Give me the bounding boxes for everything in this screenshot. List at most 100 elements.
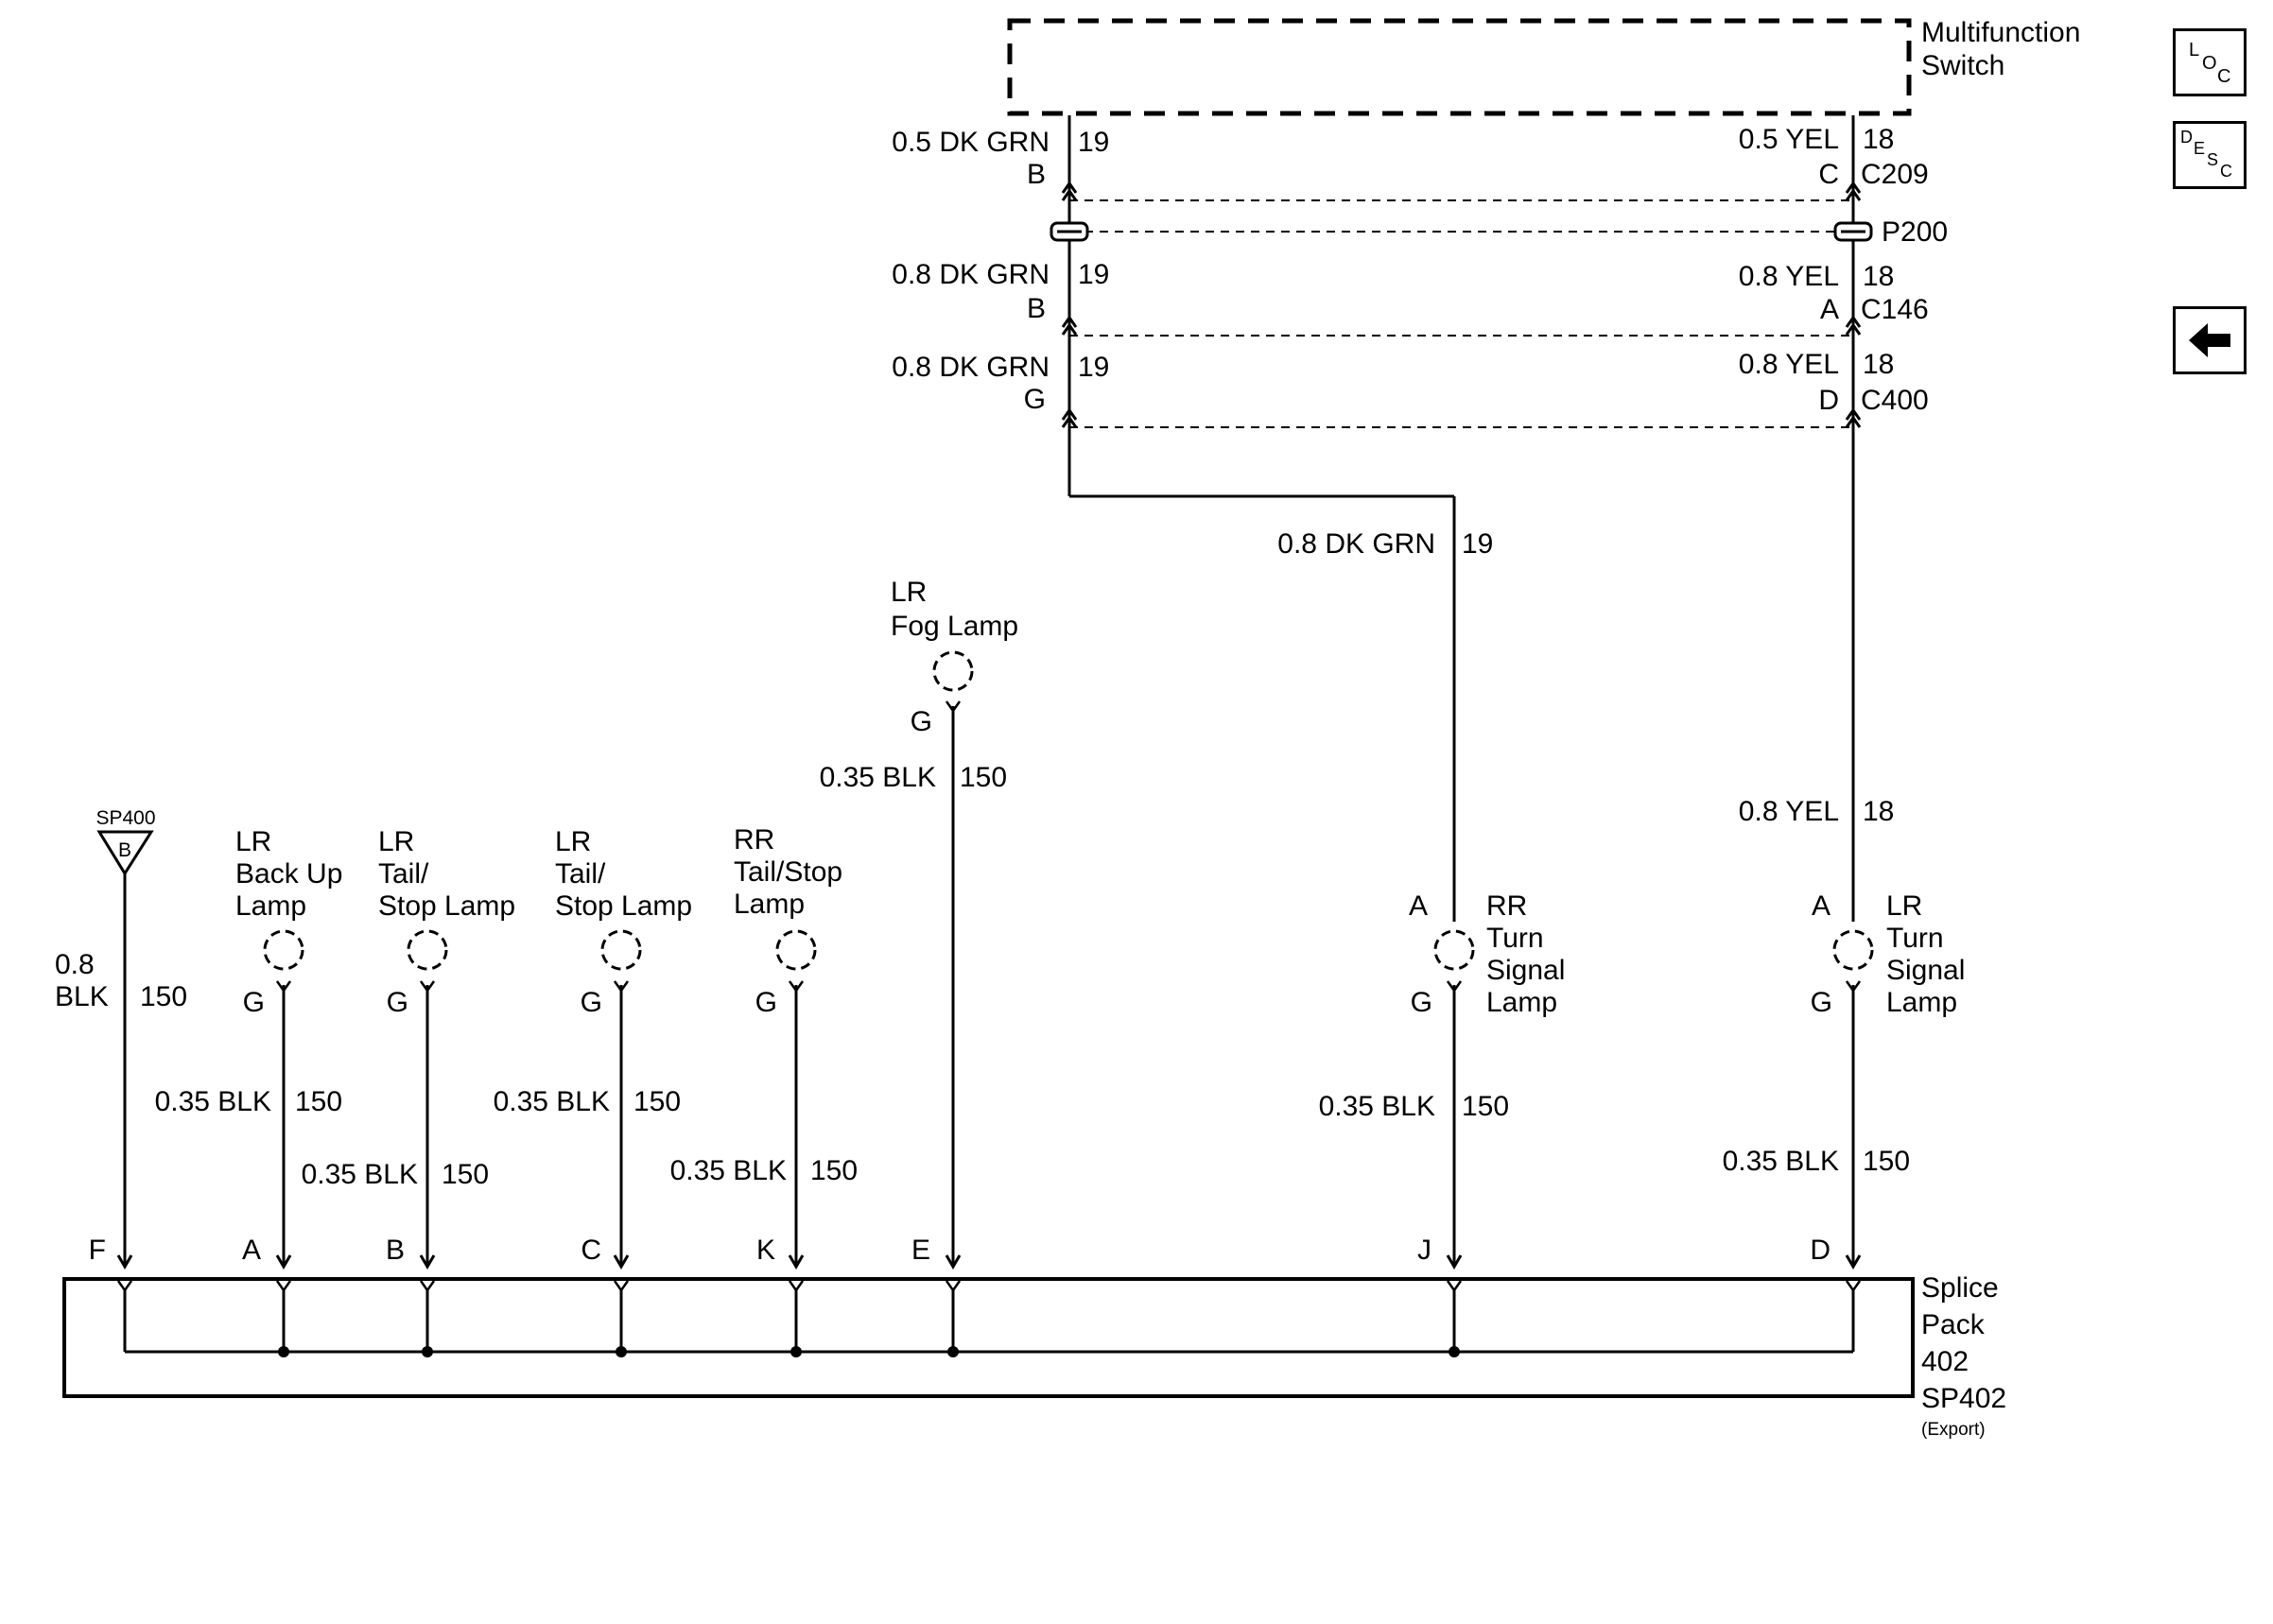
pin-label: B [1027,293,1046,324]
pin-label: C [581,1235,601,1266]
sp400-letter: B [118,839,131,861]
pin-label: J [1417,1235,1431,1266]
wire-label: 0.8 YEL [1739,796,1839,827]
svg-text:O: O [2202,53,2217,74]
pin-label: G [911,706,932,737]
pin-label: D [1810,1235,1831,1266]
connector-label-p200: P200 [1882,216,1948,248]
pin-label: G [1411,987,1432,1018]
multifunction-switch-box [1007,18,1912,116]
circuit-number: 150 [442,1159,489,1190]
pin-label: B [386,1235,405,1266]
pin-label: G [243,987,265,1018]
pin-label: B [1027,159,1046,190]
desc-icon: D E S C [2180,128,2232,181]
pin-label: G [1811,987,1832,1018]
svg-text:E: E [2194,139,2205,158]
pin-label: A [242,1235,261,1266]
splice-pack-bus [123,1290,1855,1357]
wire-label: 0.8 DK GRN [892,259,1050,290]
lr-tail-stop-lamp-2 [600,929,642,1265]
circuit-number: 19 [1078,259,1109,290]
pin-label: D [1818,385,1839,416]
circuit-number: 18 [1863,796,1894,827]
circuit-number: 18 [1863,349,1894,380]
circuit-number: 18 [1863,261,1894,292]
wire-label: 0.35 BLK [302,1159,418,1190]
loc-icon: L O C [2189,40,2230,87]
pin-label: A [1820,294,1839,325]
wire-label: 0.5 YEL [1739,124,1839,155]
svg-text:S: S [2207,150,2218,169]
circuit-number: 150 [633,1086,681,1117]
pin-label: A [1812,890,1831,922]
wire-label: 0.35 BLK [494,1086,610,1117]
back-button[interactable] [2173,306,2247,374]
rr-tail-stop-lamp [775,929,817,1265]
p200-grommet-right [1833,221,1873,242]
pin-label: K [756,1235,775,1266]
connector-label-c209: C209 [1861,159,1929,190]
pin-label: G [755,987,777,1018]
p200-grommet-left [1050,221,1089,242]
wire-label: 0.8 YEL [1739,349,1839,380]
wire-label: 0.35 BLK [155,1086,271,1117]
pin-label: G [387,987,408,1018]
svg-text:D: D [2180,128,2193,147]
wire-label: 0.35 BLK [1723,1146,1839,1177]
sp400-splice-symbol [96,830,154,1265]
lr-turn-signal-lamp [1832,929,1874,1265]
wire-label: 0.8 DK GRN [1277,528,1435,560]
rr-turn-signal-lamp [1433,929,1475,1265]
svg-text:L: L [2189,40,2199,60]
arrow-left-icon [2189,323,2230,357]
pin-label: G [1024,384,1046,415]
connector-label-c400: C400 [1861,385,1929,416]
circuit-number: 150 [1462,1091,1509,1122]
wire-label: 0.5 DK GRN [892,127,1050,158]
dkgrn-wire-upper [1067,115,1456,922]
wire-label: 0.35 BLK [1319,1091,1435,1122]
wire-label: 0.8 DK GRN [892,352,1050,383]
splice-pack-box [62,1277,1915,1398]
desc-button[interactable]: D E S C [2173,121,2247,189]
circuit-number: 19 [1462,528,1493,560]
circuit-number: 150 [810,1155,858,1186]
circuit-number: 150 [960,762,1007,793]
pin-label: G [581,987,602,1018]
sp400-label: SP400 [95,807,155,829]
circuit-number: 19 [1078,127,1109,158]
splice-pack-note: (Export) [1921,1420,1986,1440]
pin-label: A [1409,890,1428,922]
wire-label: 0.35 BLK [670,1155,787,1186]
circuit-number: 150 [1863,1146,1910,1177]
pin-label: E [911,1235,930,1266]
svg-text:C: C [2220,162,2232,181]
circuit-number: 19 [1078,352,1109,383]
circuit-number: 150 [295,1086,342,1117]
svg-text:C: C [2217,66,2230,87]
pin-label: F [89,1235,106,1266]
lr-fog-lamp [932,650,974,1265]
wire-label: 0.8 YEL [1739,261,1839,292]
lr-tail-stop-lamp-1 [407,929,448,1265]
circuit-number: 150 [140,981,187,1012]
pin-label: C [1818,159,1839,190]
loc-button[interactable]: L O C [2173,28,2247,96]
lr-back-up-lamp [263,929,304,1265]
wire-label: 0.35 BLK [820,762,936,793]
connector-label-c146: C146 [1861,294,1929,325]
splice-pack-pins [116,1253,1862,1292]
circuit-number: 18 [1863,124,1894,155]
